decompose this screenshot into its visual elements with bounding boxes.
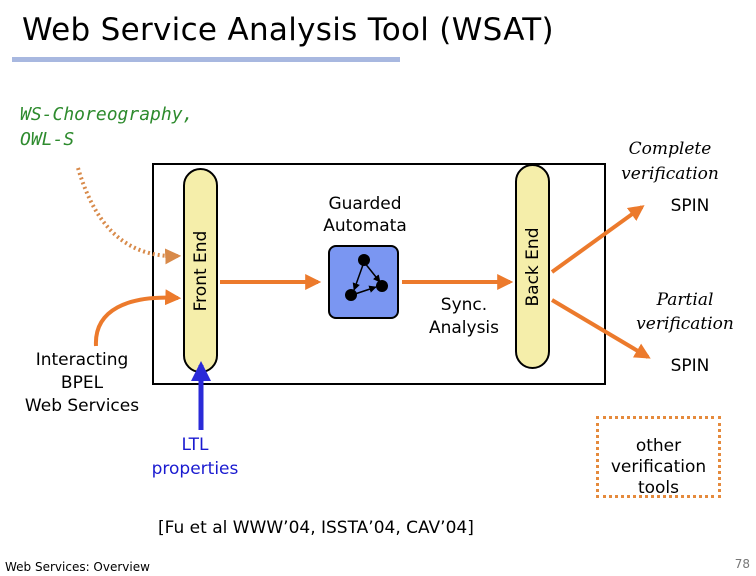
- other-tools-dotted-box: [596, 416, 721, 498]
- spec-language-line: OWL-S: [20, 129, 75, 150]
- other-tools-line: other: [635, 436, 682, 456]
- title-underline: [12, 57, 400, 62]
- citation: [Fu et al WWW’04, ISSTA’04, CAV’04]: [158, 518, 474, 538]
- sync-analysis-line: Sync.: [440, 295, 488, 315]
- spin-partial-label: SPIN: [670, 356, 710, 376]
- guarded-automata-line: Guarded: [328, 194, 402, 214]
- slide-title: Web Service Analysis Tool (WSAT): [22, 12, 554, 48]
- back-end-pill: Back End: [515, 164, 550, 369]
- bpel-to-front-arrow: [93, 289, 182, 347]
- bpel-services-label: Interacting BPEL Web Services: [8, 349, 156, 418]
- ltl-properties-line: LTL: [181, 435, 209, 455]
- back-to-complete-arrow: [550, 205, 645, 274]
- guarded-automata-line: Automata: [323, 216, 407, 236]
- other-tools-line: tools: [637, 478, 680, 498]
- ltl-properties-line: properties: [151, 459, 239, 479]
- partial-verification-line: Partial: [656, 290, 714, 310]
- other-tools-label: other verification tools: [596, 436, 721, 499]
- other-tools-line: verification: [610, 457, 707, 477]
- sync-analysis-label: Sync. Analysis: [405, 294, 523, 340]
- footer-text: Web Services: Overview: [5, 560, 150, 574]
- spec-languages-label: WS-Choreography, OWL-S: [20, 102, 193, 152]
- back-to-partial-arrow: [550, 298, 651, 359]
- partial-verification-label: Partial verification: [620, 288, 750, 336]
- spin-complete-label: SPIN: [670, 196, 710, 216]
- complete-verification-line: verification: [621, 164, 719, 184]
- complete-verification-line: Complete: [628, 139, 712, 159]
- bpel-services-line: BPEL: [60, 373, 104, 393]
- page-number: 78: [734, 557, 750, 571]
- ltl-properties-label: LTL properties: [120, 433, 270, 481]
- front-end-pill: Front End: [183, 168, 218, 373]
- complete-verification-label: Complete verification: [615, 137, 725, 187]
- spec-to-front-dotted-arrow: [76, 167, 182, 265]
- automaton-graph-icon: [328, 245, 399, 319]
- sync-analysis-line: Analysis: [428, 318, 500, 338]
- bpel-services-line: Interacting: [35, 350, 129, 370]
- partial-verification-line: verification: [636, 314, 734, 334]
- spec-language-line: WS-Choreography,: [20, 104, 194, 125]
- bpel-services-line: Web Services: [24, 396, 140, 416]
- guarded-automata-label: Guarded Automata: [280, 193, 450, 237]
